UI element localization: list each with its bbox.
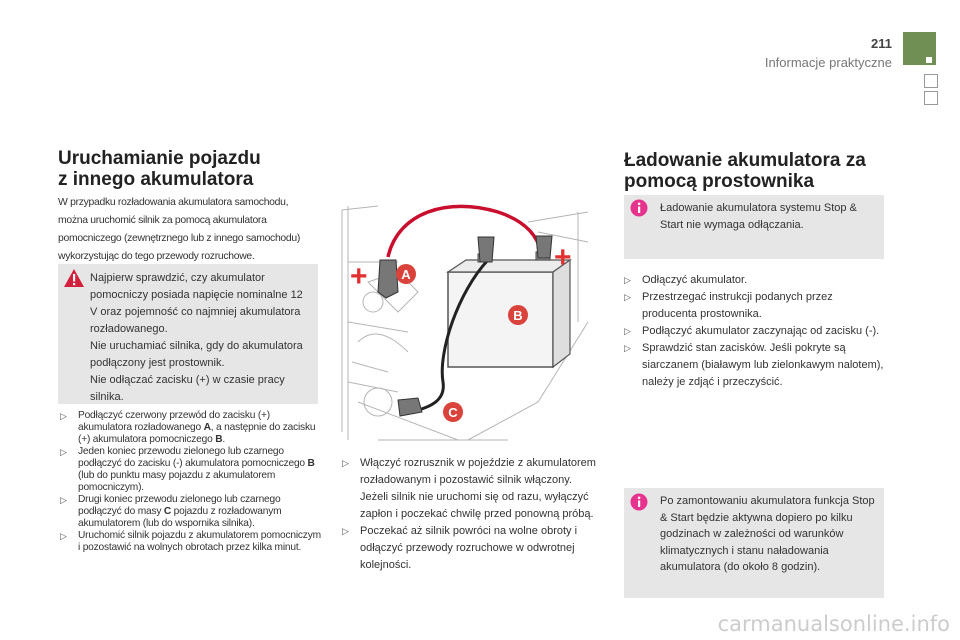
info-callout-bottom bbox=[624, 488, 884, 598]
list-item: ▷Podłączyć akumulator zaczynając od zaci… bbox=[624, 323, 886, 340]
exclamation-icon bbox=[64, 269, 84, 287]
arrow-bullet-icon: ▷ bbox=[60, 495, 67, 505]
right-steps-list: ▷Odłączyć akumulator. ▷Przestrzegać inst… bbox=[624, 272, 886, 391]
label-c-badge: C bbox=[443, 402, 463, 422]
watermark: carmanualsonline.info bbox=[717, 612, 950, 636]
plus-sign-a: + bbox=[350, 260, 368, 293]
arrow-bullet-icon: ▷ bbox=[624, 343, 631, 353]
arrow-bullet-icon: ▷ bbox=[342, 526, 349, 536]
info-icon bbox=[630, 199, 648, 217]
svg-text:A: A bbox=[401, 267, 411, 282]
left-intro: W przypadku rozładowania akumulatora sam… bbox=[58, 197, 301, 262]
info-bottom-text: Po zamontowaniu akumulatora funkcja Stop… bbox=[660, 495, 875, 573]
arrow-bullet-icon: ▷ bbox=[60, 531, 67, 541]
page-number: 211 bbox=[871, 36, 892, 51]
jump-start-illustration: + + A B C bbox=[341, 204, 589, 441]
middle-steps-list: ▷Włączyć rozrusznik w pojeździe z akumul… bbox=[342, 455, 604, 574]
arrow-bullet-icon: ▷ bbox=[60, 447, 67, 457]
list-item: ▷Poczekać aż silnik powróci na wolne obr… bbox=[342, 525, 578, 571]
section-title: Informacje praktyczne bbox=[764, 55, 892, 70]
svg-text:B: B bbox=[513, 308, 522, 323]
list-item: ▷Jeden koniec przewodu zielonego lub cza… bbox=[60, 446, 315, 493]
arrow-bullet-icon: ▷ bbox=[624, 292, 631, 302]
info-top-text: Ładowanie akumulatora systemu Stop & Sta… bbox=[660, 202, 857, 231]
label-b-badge: B bbox=[508, 305, 528, 325]
arrow-bullet-icon: ▷ bbox=[624, 275, 631, 285]
plus-sign-b: + bbox=[554, 241, 572, 274]
left-steps-list: ▷Podłączyć czerwony przewód do zacisku (… bbox=[60, 410, 322, 554]
list-item: ▷Przestrzegać instrukcji podanych przez … bbox=[624, 291, 833, 320]
list-item: ▷Włączyć rozrusznik w pojeździe z akumul… bbox=[342, 457, 596, 520]
red-cable bbox=[386, 204, 545, 258]
list-item: ▷Drugi koniec przewodu zielonego lub cza… bbox=[60, 494, 282, 529]
left-heading: Uruchamianie pojazdu z innego akumulator… bbox=[58, 148, 261, 190]
tab-marker-icon bbox=[926, 57, 932, 63]
arrow-bullet-icon: ▷ bbox=[342, 458, 349, 468]
battery bbox=[446, 251, 572, 369]
section-tab[interactable] bbox=[924, 91, 938, 105]
section-tab[interactable] bbox=[924, 74, 938, 88]
arrow-bullet-icon: ▷ bbox=[60, 411, 67, 421]
warning-text: Najpierw sprawdzić, czy akumulator pomoc… bbox=[90, 272, 303, 403]
warning-callout bbox=[58, 264, 318, 404]
section-tab-active[interactable] bbox=[903, 32, 936, 65]
info-callout-top bbox=[624, 195, 884, 259]
list-item: ▷Podłączyć czerwony przewód do zacisku (… bbox=[60, 410, 316, 445]
label-a-badge: A bbox=[396, 264, 416, 284]
list-item: ▷Odłączyć akumulator. bbox=[624, 272, 886, 289]
black-cable bbox=[412, 258, 490, 414]
arrow-bullet-icon: ▷ bbox=[624, 326, 631, 336]
svg-text:C: C bbox=[448, 405, 458, 420]
list-item: ▷Uruchomić silnik pojazdu z akumulatorem… bbox=[60, 530, 321, 553]
list-item: ▷Sprawdzić stan zacisków. Jeśli pokryte … bbox=[624, 342, 884, 388]
right-heading: Ładowanie akumulatora za pomocą prostown… bbox=[624, 150, 866, 192]
info-icon bbox=[630, 493, 648, 511]
